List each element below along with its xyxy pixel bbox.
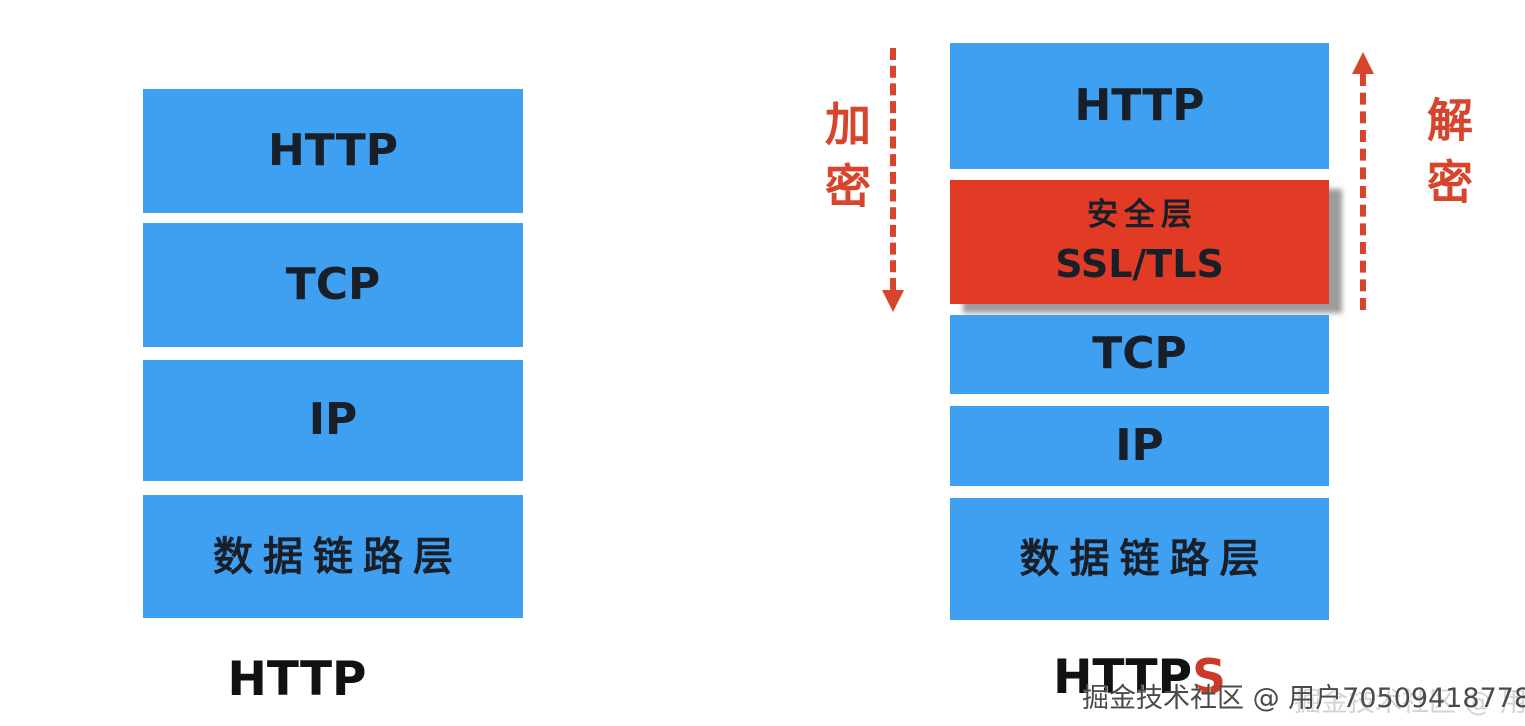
- right-stack-caption-s: S: [1192, 650, 1226, 705]
- right-layer-security-label: 安全层: [1087, 197, 1198, 234]
- decrypt-label: 解密: [1420, 96, 1474, 220]
- arrow-up-icon: [1352, 52, 1374, 74]
- right-layer-tcp: TCP: [950, 315, 1329, 394]
- right-layer-datalink: 数据链路层: [950, 498, 1329, 620]
- left-layer-datalink: 数据链路层: [143, 495, 523, 618]
- right-layer-security-sublabel: SSL/TLS: [1055, 241, 1224, 286]
- arrow-down-icon: [882, 290, 904, 312]
- right-layer-datalink-label: 数据链路层: [1019, 536, 1270, 582]
- left-layer-http: HTTP: [143, 89, 523, 213]
- left-layer-ip: IP: [143, 360, 523, 481]
- right-layer-security: 安全层 SSL/TLS: [950, 180, 1329, 304]
- right-layer-tcp-label: TCP: [1092, 328, 1187, 380]
- encrypt-label: 加密: [818, 100, 872, 224]
- left-stack-caption: HTTP: [227, 652, 367, 707]
- left-layer-http-label: HTTP: [267, 124, 399, 176]
- right-layer-http-label: HTTP: [1074, 79, 1205, 131]
- left-layer-tcp-label: TCP: [285, 258, 381, 310]
- left-layer-datalink-label: 数据链路层: [213, 533, 463, 580]
- left-layer-ip-label: IP: [308, 394, 358, 446]
- encrypt-dashed-arrow-line: [890, 48, 896, 290]
- watermark: 掘金技术社区 @ 用户7050941877810: [1082, 683, 1525, 714]
- decrypt-dashed-arrow-line: [1360, 74, 1366, 310]
- right-stack-caption-http: HTTP: [1053, 650, 1193, 705]
- right-layer-ip: IP: [950, 406, 1329, 486]
- right-layer-http: HTTP: [950, 43, 1329, 169]
- watermark-ghost: 掘金技术社区 @ 用户7050941877810: [1294, 687, 1525, 718]
- left-layer-tcp: TCP: [143, 223, 523, 347]
- right-layer-ip-label: IP: [1115, 419, 1164, 471]
- right-stack-caption: HTTPS: [950, 650, 1329, 705]
